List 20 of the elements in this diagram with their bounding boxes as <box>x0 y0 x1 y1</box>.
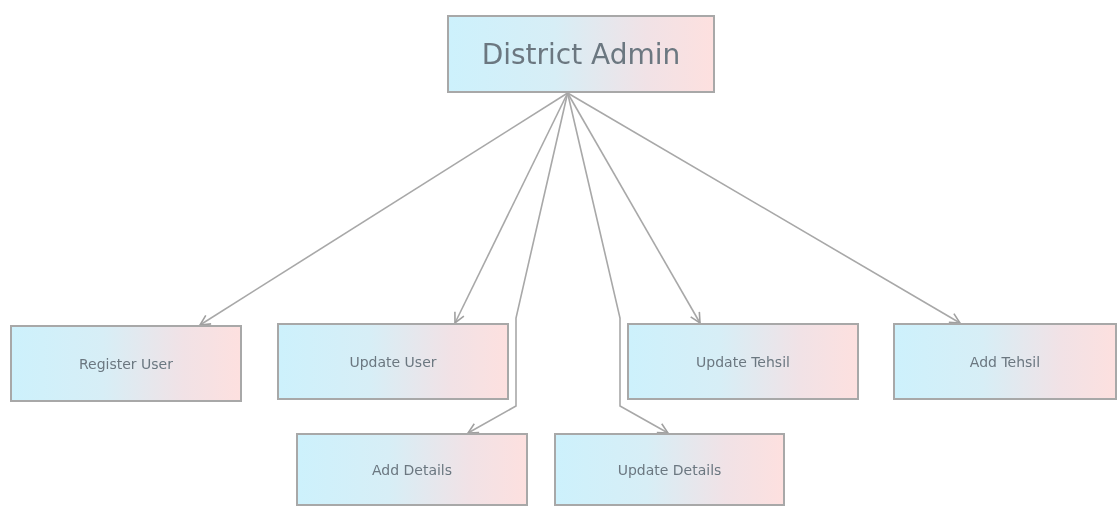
box-label: Add Details <box>371 461 453 478</box>
process-box <box>277 323 509 400</box>
process-box <box>296 433 528 506</box>
process-box <box>10 325 242 402</box>
process-box <box>447 15 715 93</box>
box-label: District Admin <box>481 37 681 71</box>
arrow <box>566 92 961 324</box>
box-label: Add Tehsil <box>969 353 1041 370</box>
arrow <box>454 92 569 324</box>
box-label: Register User <box>79 355 173 372</box>
process-box <box>893 323 1117 400</box>
arrow <box>467 92 569 434</box>
box-label: Update Details <box>617 461 722 478</box>
arrow <box>199 92 569 326</box>
arrow <box>566 92 701 324</box>
box-label: Update User <box>349 353 437 370</box>
arrow <box>566 92 669 434</box>
box-label: Update Tehsil <box>696 353 790 370</box>
process-box <box>627 323 859 400</box>
process-box <box>554 433 785 506</box>
